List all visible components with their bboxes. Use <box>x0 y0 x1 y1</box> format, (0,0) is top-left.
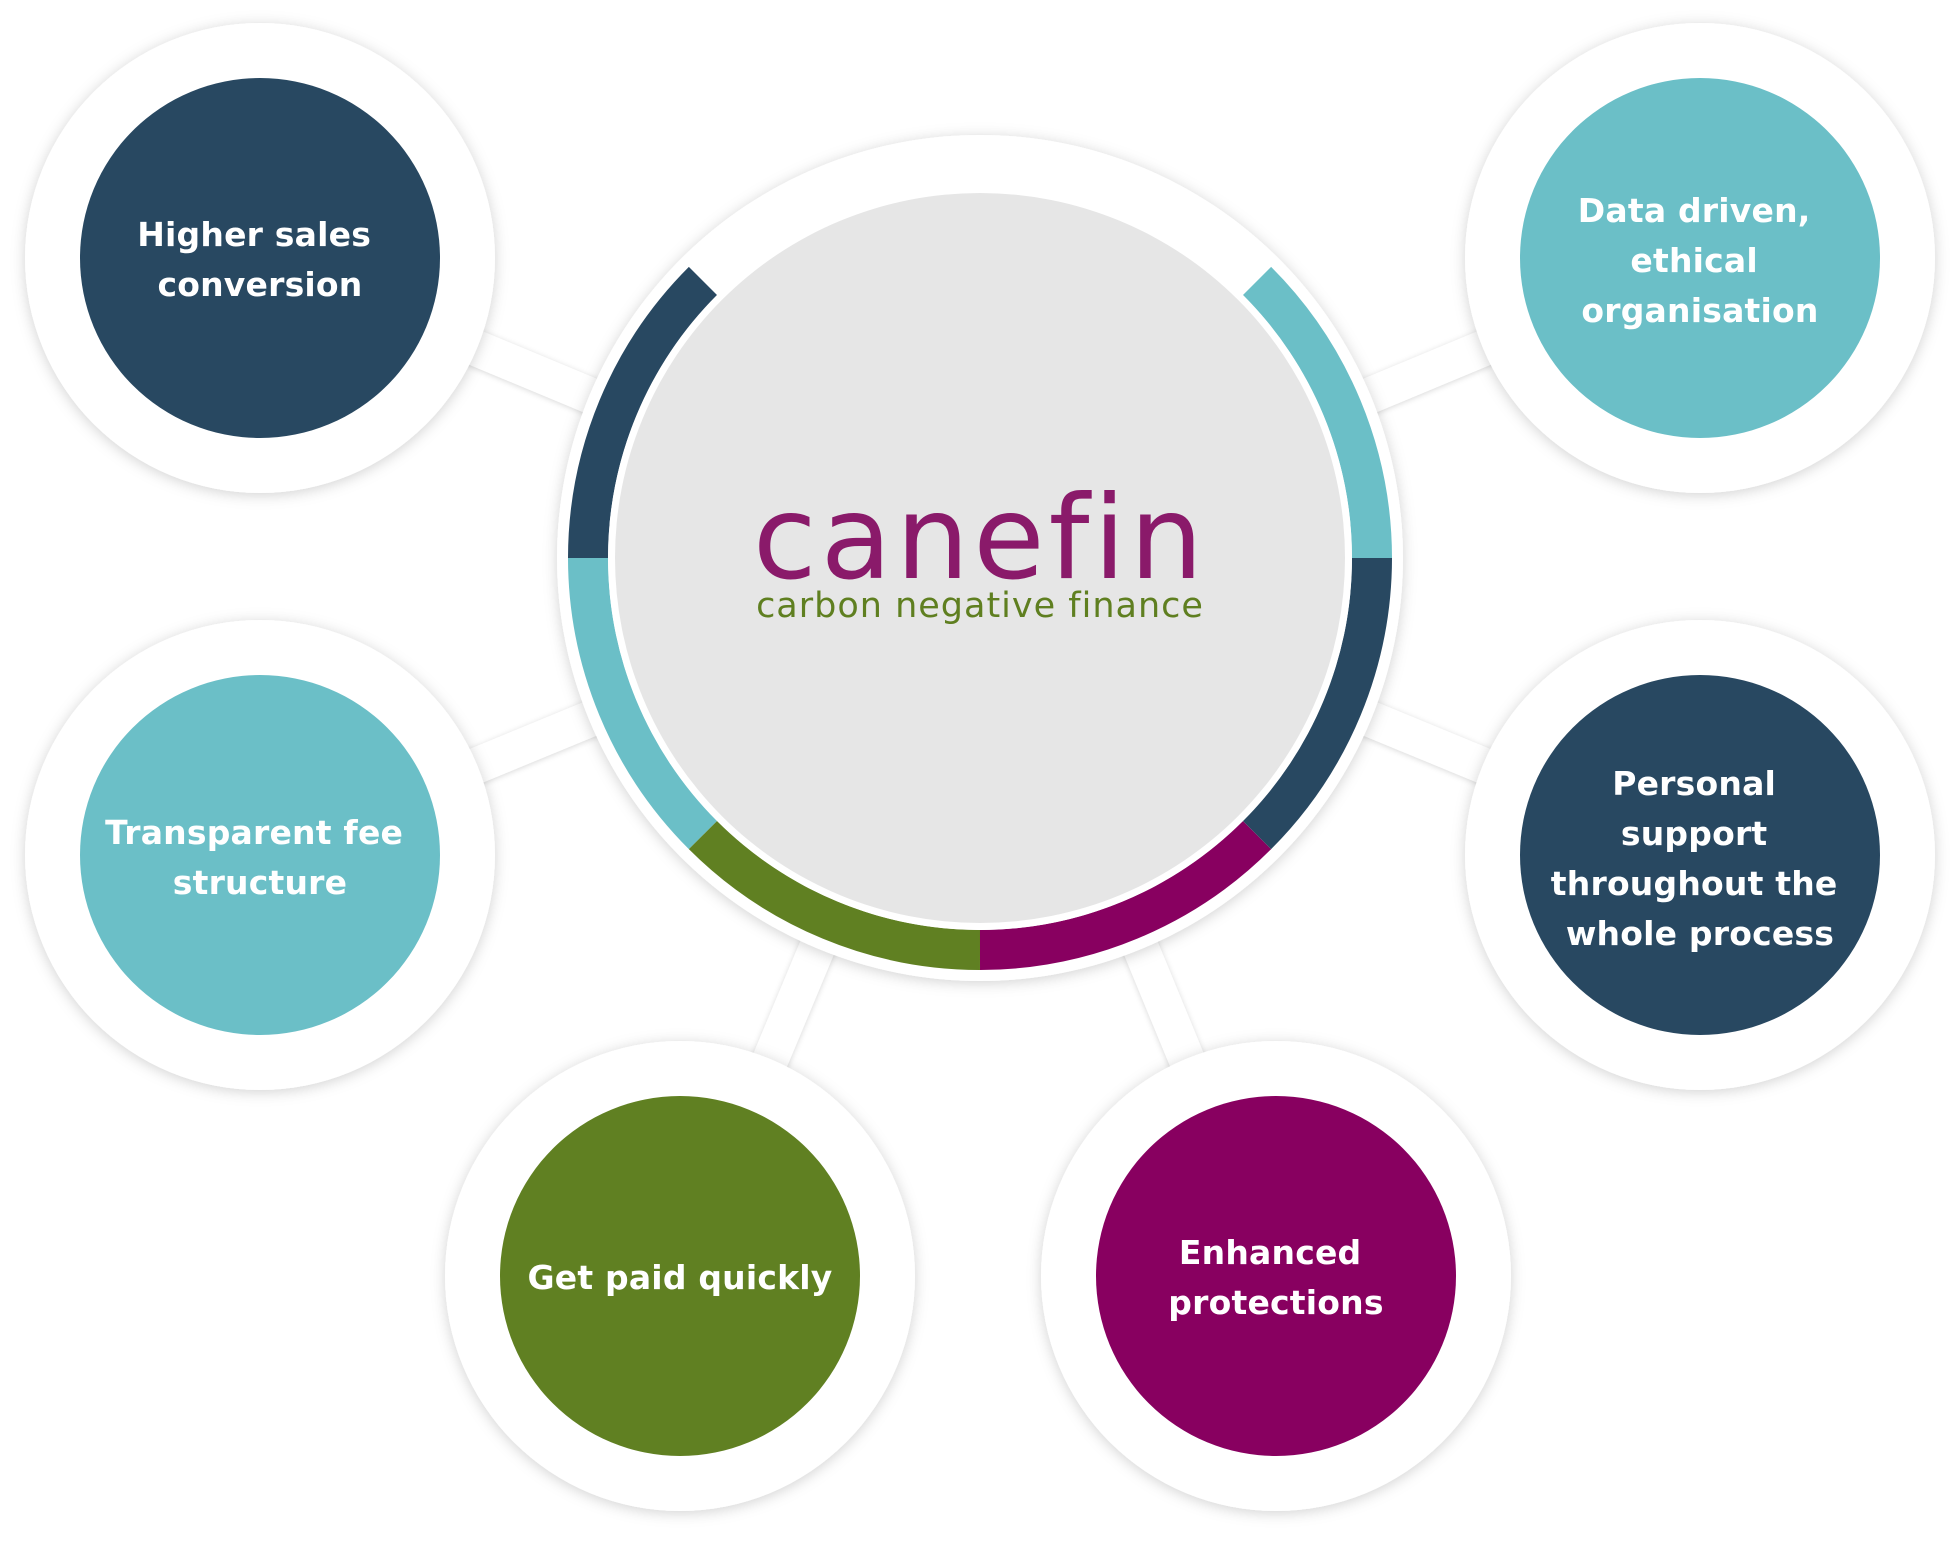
central-hub: canefin carbon negative finance <box>557 135 1403 981</box>
label-transparent-fee: Transparent fee structure <box>105 813 415 902</box>
hub-arc-teal-right <box>1242 266 1392 559</box>
node-enhanced-protections <box>1096 1096 1456 1456</box>
label-data-driven: Data driven, ethical organisation <box>1578 191 1822 330</box>
label-personal-support: Personal support throughout the whole pr… <box>1551 764 1849 953</box>
hub-arc-green <box>688 820 981 970</box>
node-personal-support <box>1520 675 1880 1035</box>
label-enhanced-protections: Enhanced protections <box>1168 1233 1383 1322</box>
hub-arc-navy-right <box>1242 557 1392 850</box>
brand-name: canefin <box>753 471 1207 606</box>
label-get-paid: Get paid quickly <box>527 1258 832 1297</box>
label-higher-sales: Higher sales conversion <box>137 215 383 304</box>
brand-tagline: carbon negative finance <box>756 586 1204 626</box>
node-higher-sales <box>80 78 440 438</box>
hub-arc-teal-left <box>568 557 718 850</box>
satellite-fills <box>80 78 1880 1456</box>
node-get-paid <box>500 1096 860 1456</box>
node-data-driven <box>1520 78 1880 438</box>
node-transparent-fee <box>80 675 440 1035</box>
hub-center <box>615 193 1345 923</box>
hub-arc-navy-left <box>568 266 718 559</box>
node-labels: Higher sales conversion Data driven, eth… <box>105 191 1849 1322</box>
hub-arc-purple <box>979 820 1272 970</box>
